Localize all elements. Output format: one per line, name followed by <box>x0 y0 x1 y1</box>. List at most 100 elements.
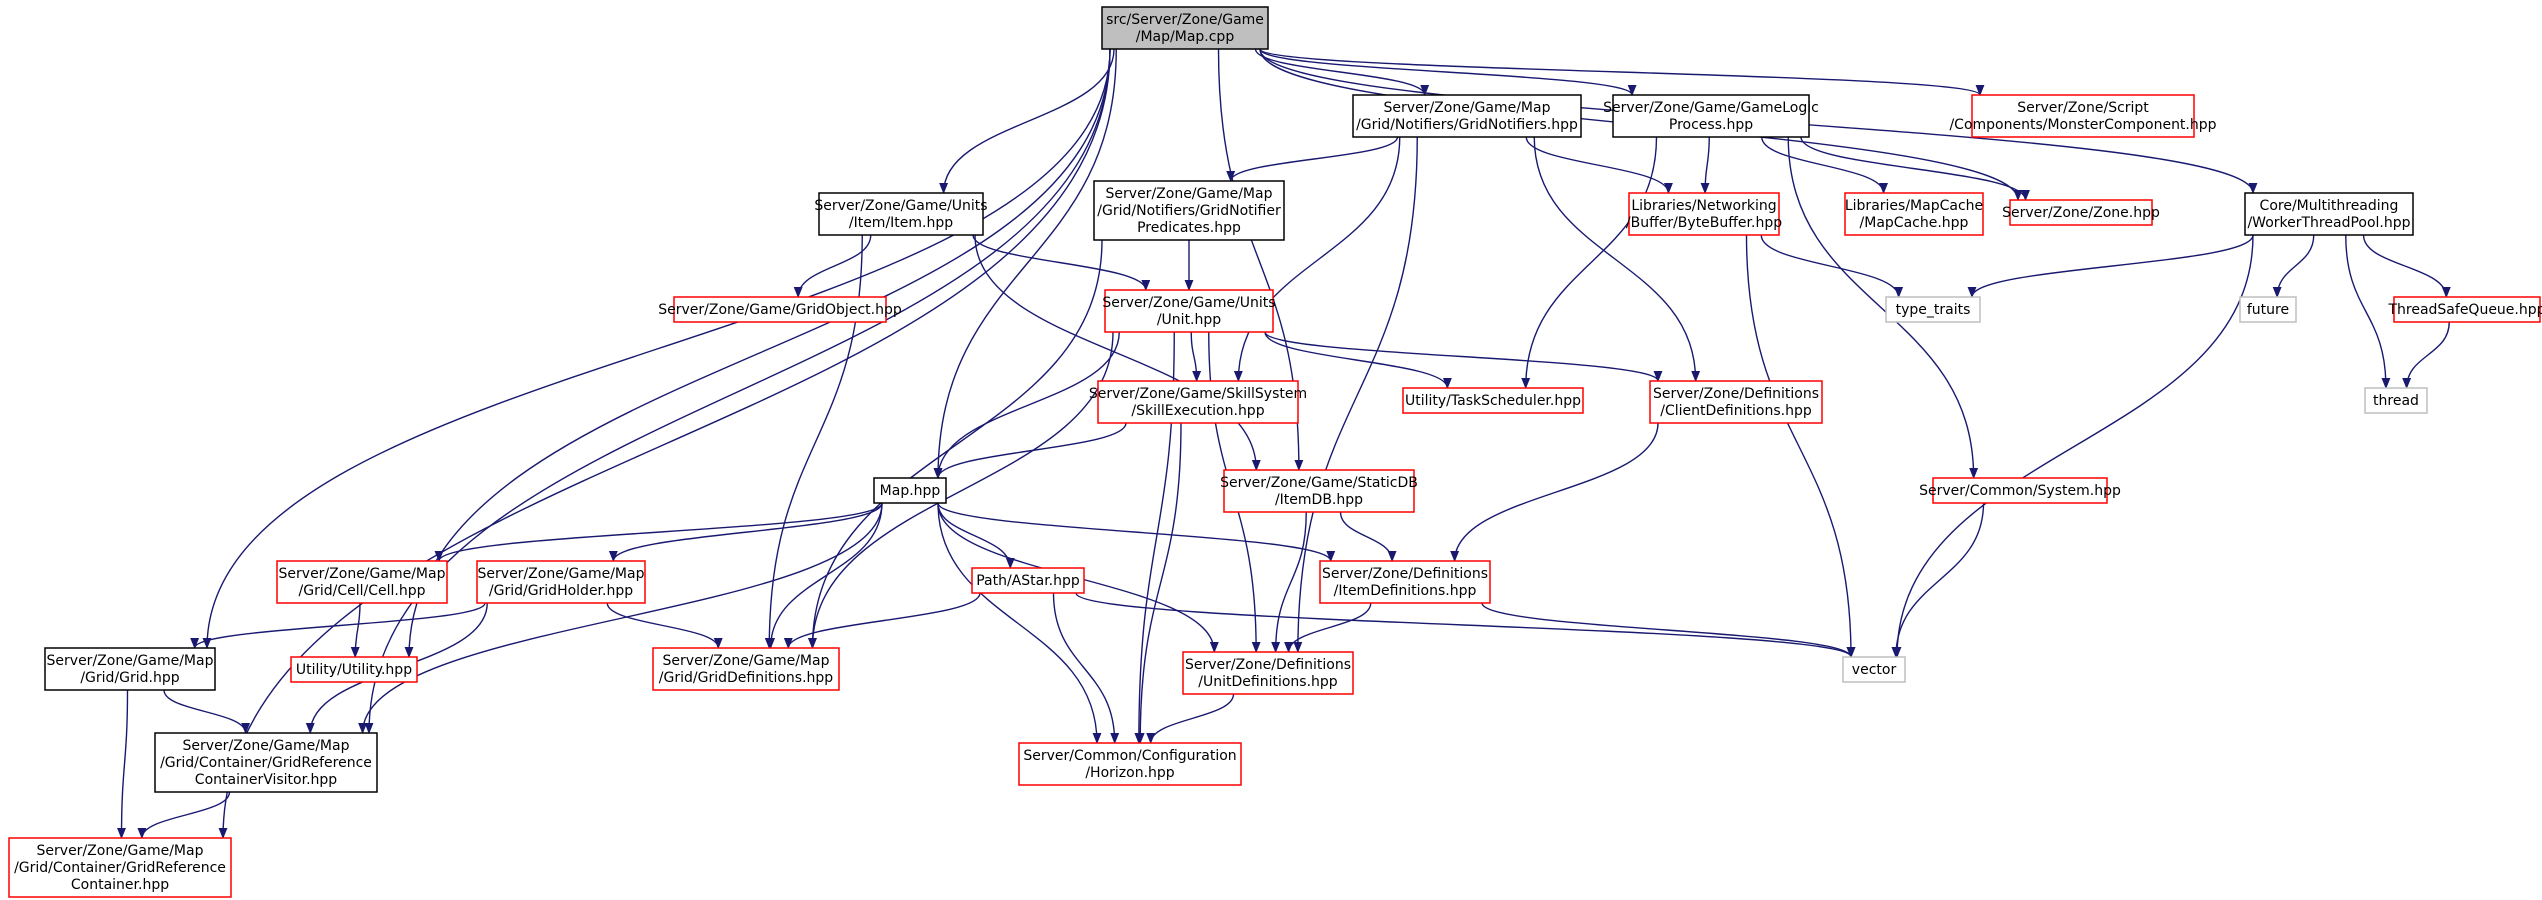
node-box[interactable] <box>1612 94 1810 138</box>
edge-maphpp-to-astar <box>937 502 1015 570</box>
node-unithpp[interactable]: Server/Zone/Game/Units/Unit.hpp <box>1102 289 1276 333</box>
node-box[interactable] <box>2009 199 2153 226</box>
node-box[interactable] <box>2364 387 2428 414</box>
node-box[interactable] <box>1097 380 1299 424</box>
node-label-line: /MapCache.hpp <box>1860 215 1969 231</box>
node-systemhpp[interactable]: Server/Common/System.hpp <box>1919 477 2121 504</box>
node-box[interactable] <box>290 656 418 683</box>
node-cellhpp[interactable]: Server/Zone/Game/Map/Grid/Cell/Cell.hpp <box>276 560 448 604</box>
node-box[interactable] <box>276 560 448 604</box>
edge-gridnotifiers-to-unitdefs <box>1293 136 1418 654</box>
node-astar[interactable]: Path/AStar.hpp <box>971 567 1085 594</box>
node-box[interactable] <box>154 732 378 793</box>
edge-gridnotifiers-to-clientdefs <box>1533 136 1701 383</box>
node-box[interactable] <box>2393 296 2541 323</box>
node-skillexec[interactable]: Server/Zone/Game/SkillSystem/SkillExecut… <box>1089 380 1307 424</box>
node-box[interactable] <box>652 647 840 691</box>
node-monstercomp[interactable]: Server/Zone/Script/Components/MonsterCom… <box>1949 94 2217 138</box>
node-box[interactable] <box>1101 6 1269 50</box>
node-label-line: Container.hpp <box>71 877 169 893</box>
node-maphpp[interactable]: Map.hpp <box>873 477 947 504</box>
node-box[interactable] <box>1842 656 1906 683</box>
node-label-line: Server/Zone/Script <box>2017 100 2149 116</box>
node-label-line: Server/Common/Configuration <box>1023 748 1236 764</box>
node-box[interactable] <box>44 647 216 691</box>
node-label-line: Core/Multithreading <box>2260 198 2399 214</box>
node-gridrefvisitor[interactable]: Server/Zone/Game/Map/Grid/Container/Grid… <box>154 732 378 793</box>
node-box[interactable] <box>1971 94 2195 138</box>
node-utilityhpp[interactable]: Utility/Utility.hpp <box>290 656 418 683</box>
edge-bytebuffer-to-vector <box>1745 234 1856 659</box>
node-label-line: Server/Zone/Game/Map <box>663 653 830 669</box>
edge-root-to-gridhpp <box>202 48 1111 650</box>
node-typetraits[interactable]: type_traits <box>1885 296 1981 323</box>
node-horizon[interactable]: Server/Common/Configuration/Horizon.hpp <box>1018 742 1242 786</box>
node-box[interactable] <box>8 837 232 898</box>
node-itemdefs[interactable]: Server/Zone/Definitions/ItemDefinitions.… <box>1319 560 1491 604</box>
edge-maphpp-to-cellhpp <box>434 502 883 563</box>
node-box[interactable] <box>873 477 947 504</box>
node-box[interactable] <box>1223 469 1415 513</box>
node-label-line: Path/AStar.hpp <box>976 573 1080 589</box>
node-unitdefs[interactable]: Server/Zone/Definitions/UnitDefinitions.… <box>1182 651 1354 695</box>
node-label-line: /Map/Map.cpp <box>1136 29 1235 45</box>
node-box[interactable] <box>1885 296 1981 323</box>
node-label-line: /Grid/Notifiers/GridNotifiers.hpp <box>1356 117 1578 133</box>
node-gridobject[interactable]: Server/Zone/Game/GridObject.hpp <box>658 296 902 323</box>
node-box[interactable] <box>1352 94 1582 138</box>
node-workerpool[interactable]: Core/Multithreading/WorkerThreadPool.hpp <box>2244 192 2414 236</box>
edge-itemhpp-to-itemdb <box>974 234 1261 472</box>
node-box[interactable] <box>2244 192 2414 236</box>
node-bytebuffer[interactable]: Libraries/Networking/Buffer/ByteBuffer.h… <box>1626 192 1782 236</box>
node-clientdefs[interactable]: Server/Zone/Definitions/ClientDefinition… <box>1649 380 1823 424</box>
node-root[interactable]: src/Server/Zone/Game/Map/Map.cpp <box>1101 6 1269 50</box>
node-label-line: /Grid/Container/GridReference <box>14 860 226 876</box>
node-box[interactable] <box>1628 192 1780 236</box>
edge-maphpp-to-gridrefvisitor <box>358 502 883 735</box>
edge-gridhpp-to-gridrefvisitor <box>163 689 251 735</box>
node-tsqueue[interactable]: ThreadSafeQueue.hpp <box>2387 296 2542 323</box>
node-box[interactable] <box>1093 180 1285 241</box>
node-box[interactable] <box>1182 651 1354 695</box>
node-box[interactable] <box>476 560 646 604</box>
node-box[interactable] <box>1319 560 1491 604</box>
node-gridrefcontainer[interactable]: Server/Zone/Game/Map/Grid/Container/Grid… <box>8 837 232 898</box>
edge-maphpp-to-griddefs <box>766 502 883 650</box>
node-gridhpp[interactable]: Server/Zone/Game/Map/Grid/Grid.hpp <box>44 647 216 691</box>
node-label-line: future <box>2247 302 2289 318</box>
node-box[interactable] <box>1844 192 1984 236</box>
node-box[interactable] <box>818 192 984 236</box>
node-box[interactable] <box>673 296 887 323</box>
node-taskscheduler[interactable]: Utility/TaskScheduler.hpp <box>1402 387 1584 414</box>
node-itemhpp[interactable]: Server/Zone/Game/Units/Item/Item.hpp <box>814 192 988 236</box>
node-thread[interactable]: thread <box>2364 387 2428 414</box>
node-gridnotpred[interactable]: Server/Zone/Game/Map/Grid/Notifiers/Grid… <box>1093 180 1285 241</box>
node-zonehpp[interactable]: Server/Zone/Zone.hpp <box>2002 199 2160 226</box>
node-box[interactable] <box>1402 387 1584 414</box>
node-box[interactable] <box>1018 742 1242 786</box>
node-gridholder[interactable]: Server/Zone/Game/Map/Grid/GridHolder.hpp <box>476 560 646 604</box>
edge-gamelogic-to-zonehpp <box>1800 136 2030 202</box>
edge-unitdefs-to-horizon <box>1146 693 1235 745</box>
node-box[interactable] <box>1932 477 2108 504</box>
node-box[interactable] <box>1649 380 1823 424</box>
node-box[interactable] <box>1104 289 1274 333</box>
edge-workerpool-to-future <box>2272 234 2315 299</box>
node-vector[interactable]: vector <box>1842 656 1906 683</box>
node-gridnotifiers[interactable]: Server/Zone/Game/Map/Grid/Notifiers/Grid… <box>1352 94 1582 138</box>
node-future[interactable]: future <box>2239 296 2297 323</box>
node-griddefs[interactable]: Server/Zone/Game/Map/Grid/GridDefinition… <box>652 647 840 691</box>
node-label-line: vector <box>1852 662 1897 678</box>
node-box[interactable] <box>971 567 1085 594</box>
node-label-line: /ItemDB.hpp <box>1275 492 1363 508</box>
node-mapcache[interactable]: Libraries/MapCache/MapCache.hpp <box>1844 192 1984 236</box>
edge-root-to-gamelogic <box>1259 48 1637 97</box>
node-label-line: Process.hpp <box>1669 117 1753 133</box>
node-itemdb[interactable]: Server/Zone/Game/StaticDB/ItemDB.hpp <box>1220 469 1418 513</box>
node-box[interactable] <box>2239 296 2297 323</box>
node-label-line: /UnitDefinitions.hpp <box>1198 674 1338 690</box>
edge-root-to-gridnotifiers <box>1254 48 1430 97</box>
node-label-line: Libraries/Networking <box>1631 198 1776 214</box>
edge-gridnotifiers-to-gridnotpred <box>1226 136 1399 183</box>
